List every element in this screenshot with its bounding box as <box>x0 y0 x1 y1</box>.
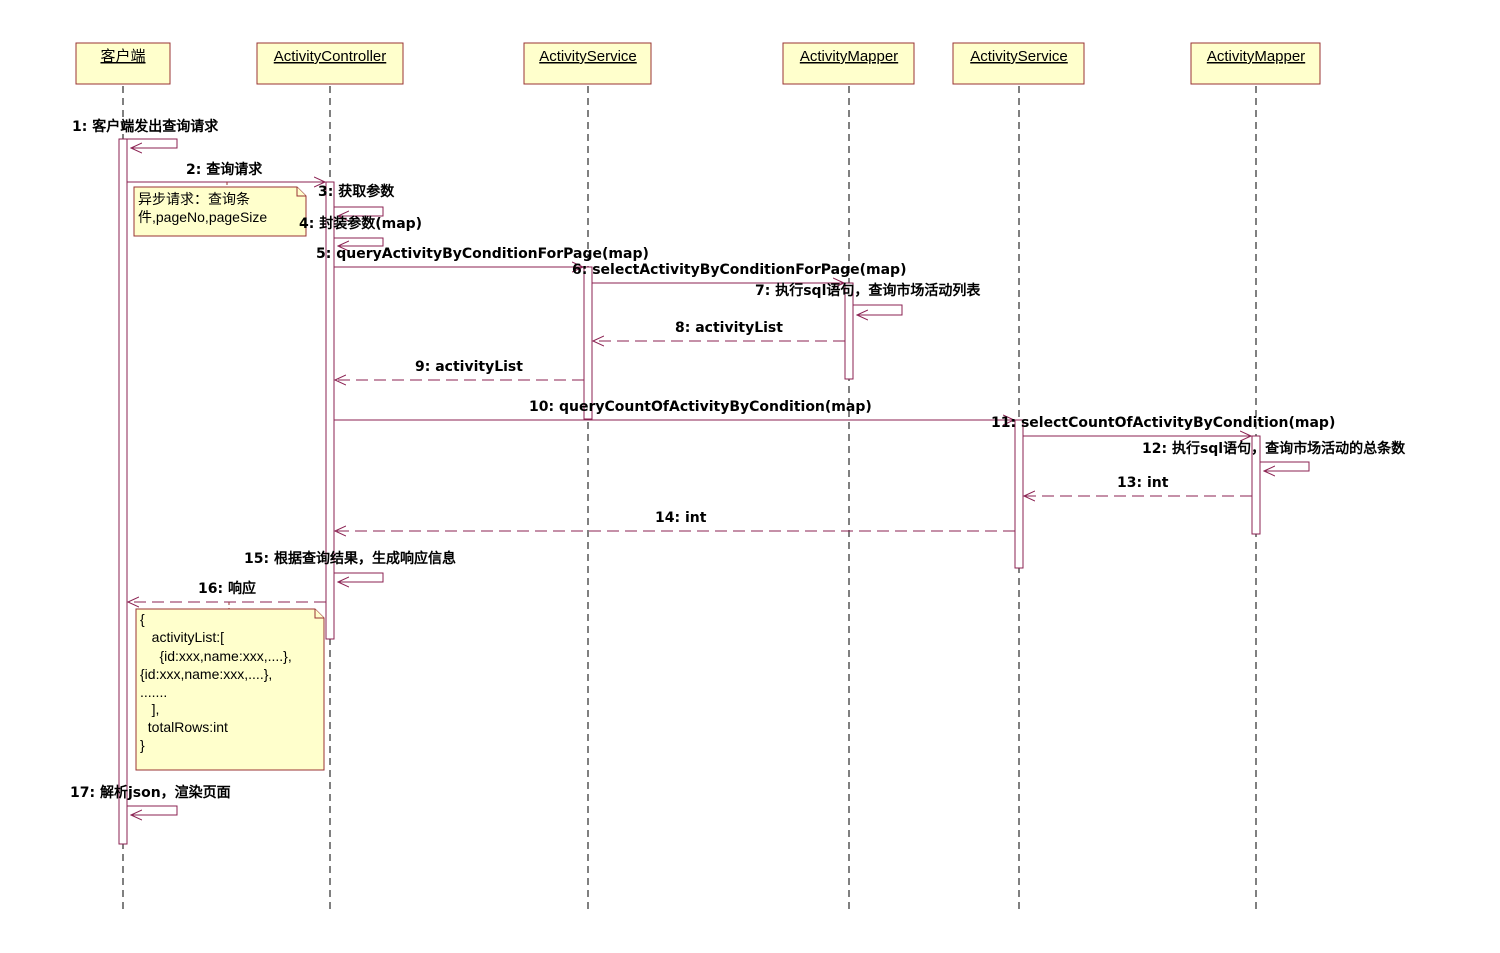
participant-label: 客户端 <box>100 48 145 65</box>
participant-label: ActivityMapper <box>800 48 898 65</box>
activation-client <box>118 138 128 845</box>
note-line: {id:xxx,name:xxx,....}, <box>140 648 292 664</box>
activation-service-1 <box>583 266 593 420</box>
participant-label: ActivityMapper <box>1207 48 1305 65</box>
message-14: 14: int <box>335 510 1015 531</box>
message-label: 15: 根据查询结果，生成响应信息 <box>244 550 456 567</box>
message-label: 16: 响应 <box>198 580 256 597</box>
message-label: 4: 封装参数(map) <box>299 215 422 232</box>
message-11: 11: selectCountOfActivityByCondition(map… <box>991 415 1335 436</box>
message-7: 7: 执行sql语句，查询市场活动列表 <box>755 282 981 315</box>
activation-mapper-1 <box>844 282 854 380</box>
message-9: 9: activityList <box>335 359 584 380</box>
participant-activity-service-2: ActivityService <box>952 42 1085 85</box>
note-line: ], <box>140 701 159 717</box>
note-line: } <box>140 737 145 753</box>
message-label: 11: selectCountOfActivityByCondition(map… <box>991 415 1335 431</box>
message-16: 16: 响应 <box>128 580 326 602</box>
activation-mapper-2 <box>1251 435 1261 535</box>
message-label: 8: activityList <box>675 320 783 336</box>
message-label: 9: activityList <box>415 359 523 375</box>
participant-label: ActivityService <box>970 48 1068 65</box>
participant-activity-service-1: ActivityService <box>523 42 652 85</box>
message-label: 17: 解析json，渲染页面 <box>70 784 231 801</box>
participant-label: ActivityController <box>274 48 387 65</box>
message-10: 10: queryCountOfActivityByCondition(map) <box>334 399 1014 420</box>
note-request: 异步请求：查询条 件,pageNo,pageSize <box>133 182 307 237</box>
message-label: 5: queryActivityByConditionForPage(map) <box>316 246 649 262</box>
note-line: totalRows:int <box>140 719 228 735</box>
message-1: 1: 客户端发出查询请求 <box>72 118 219 148</box>
message-15: 15: 根据查询结果，生成响应信息 <box>244 550 456 582</box>
message-label: 14: int <box>655 510 707 526</box>
message-13: 13: int <box>1024 475 1252 496</box>
message-8: 8: activityList <box>593 320 845 341</box>
message-12: 12: 执行sql语句，查询市场活动的总条数 <box>1142 440 1406 471</box>
note-response: { activityList:[ {id:xxx,name:xxx,....},… <box>135 602 325 771</box>
note-line: 件,pageNo,pageSize <box>138 209 267 225</box>
message-17: 17: 解析json，渲染页面 <box>70 784 231 815</box>
activation-service-2 <box>1014 419 1024 569</box>
message-6: 6: selectActivityByConditionForPage(map) <box>572 262 906 283</box>
message-4: 4: 封装参数(map) <box>299 215 422 246</box>
note-line: ....... <box>140 684 167 700</box>
message-5: 5: queryActivityByConditionForPage(map) <box>316 246 649 267</box>
participant-label: ActivityService <box>539 48 637 65</box>
message-label: 10: queryCountOfActivityByCondition(map) <box>529 399 872 415</box>
participant-activity-mapper-1: ActivityMapper <box>782 42 915 85</box>
note-line: 异步请求：查询条 <box>138 191 250 207</box>
message-label: 2: 查询请求 <box>186 161 263 178</box>
note-line: { <box>140 611 145 627</box>
activation-controller <box>325 181 335 640</box>
message-label: 6: selectActivityByConditionForPage(map) <box>572 262 906 278</box>
participant-activity-mapper-2: ActivityMapper <box>1190 42 1321 85</box>
message-3: 3: 获取参数 <box>318 183 395 216</box>
message-label: 12: 执行sql语句，查询市场活动的总条数 <box>1142 440 1406 457</box>
message-label: 1: 客户端发出查询请求 <box>72 118 219 135</box>
message-label: 3: 获取参数 <box>318 183 395 200</box>
note-line: activityList:[ <box>140 629 224 645</box>
message-label: 7: 执行sql语句，查询市场活动列表 <box>755 282 981 299</box>
participant-activity-controller: ActivityController <box>256 42 404 85</box>
note-line: {id:xxx,name:xxx,....}, <box>140 666 272 682</box>
message-2: 2: 查询请求 <box>127 161 325 182</box>
participant-client: 客户端 <box>75 42 171 85</box>
message-label: 13: int <box>1117 475 1169 491</box>
